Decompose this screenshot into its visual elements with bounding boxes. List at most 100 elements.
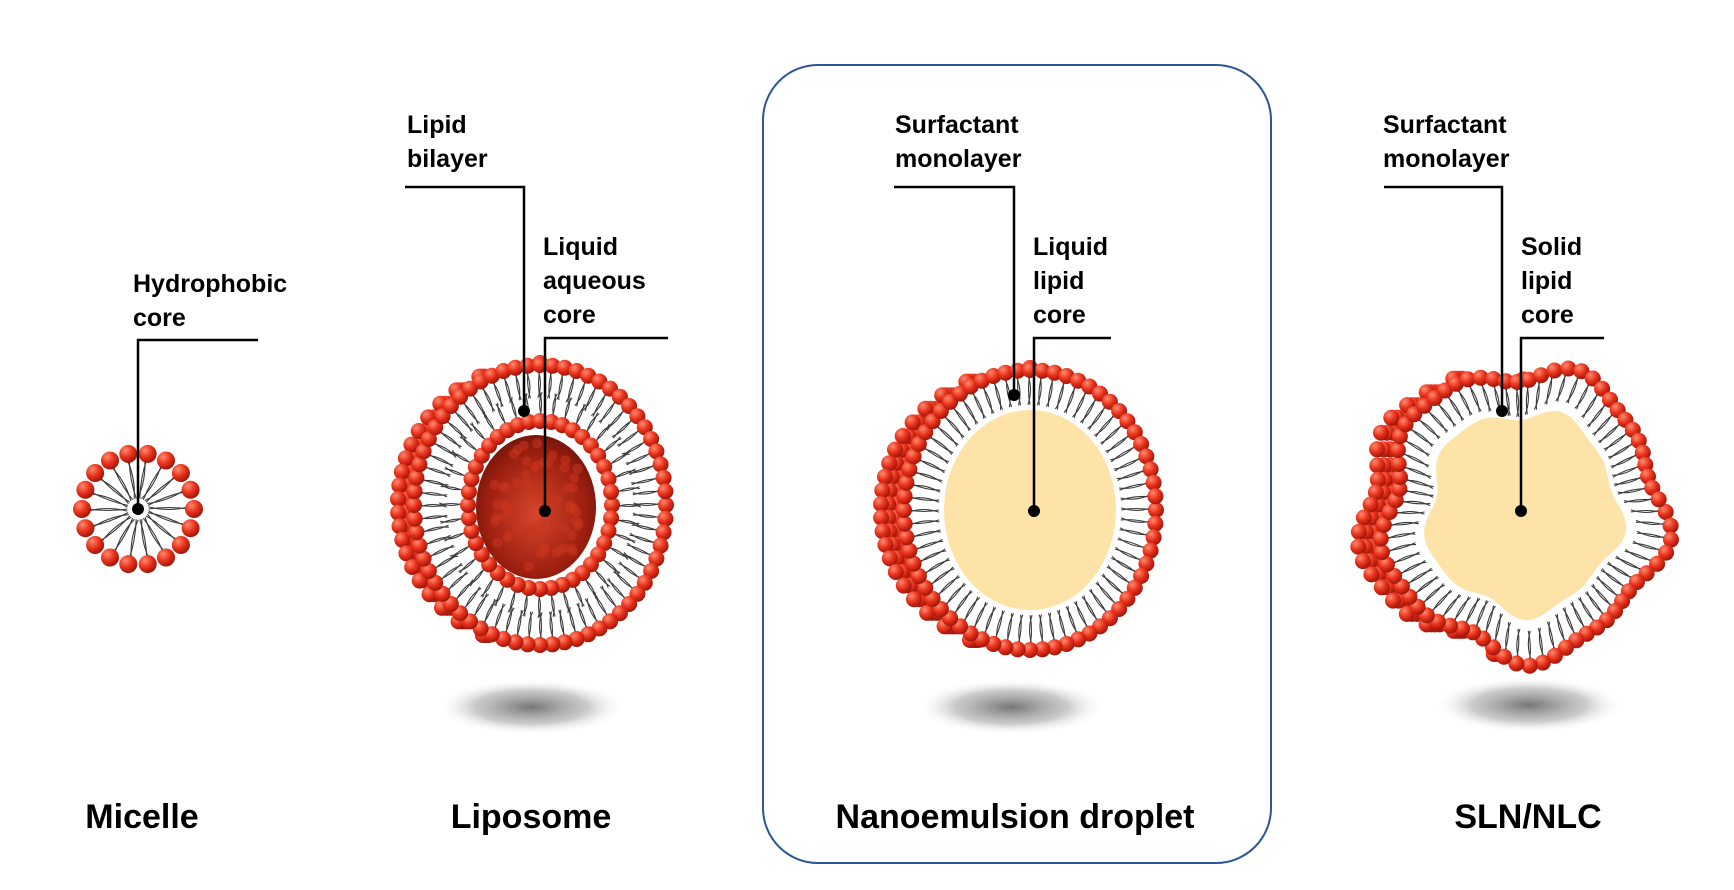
sln-shell-head xyxy=(1369,457,1385,473)
title-liposome: Liposome xyxy=(451,798,612,836)
micelle-tail xyxy=(101,517,132,543)
micelle-core-dot xyxy=(132,503,144,515)
callout-nanoemulsion-monolayer: Surfactant monolayer xyxy=(895,111,1026,173)
nano-shell-head xyxy=(873,496,889,512)
micelle-head xyxy=(172,464,190,482)
liposome-inner-head xyxy=(603,484,619,500)
sln-core-dot xyxy=(1515,505,1527,517)
sln-shell-head xyxy=(1355,553,1371,569)
liposome-outer-head xyxy=(411,538,427,554)
callout-sln-monolayer: Surfactant monolayer xyxy=(1383,111,1514,173)
sln-shell-head xyxy=(1351,524,1367,540)
nanoemulsion-illustration xyxy=(873,360,1164,658)
micelle-head xyxy=(101,549,119,567)
liposome-core-speck xyxy=(560,523,570,533)
liposome-core-dot xyxy=(539,505,551,517)
nanoemulsion-shadow xyxy=(916,679,1106,735)
nano-shell-head xyxy=(881,455,897,471)
sln-head xyxy=(1651,491,1667,507)
liposome-outer-head xyxy=(407,483,423,499)
sln-shell-head xyxy=(1374,579,1390,595)
liposome-core-speck xyxy=(503,506,513,516)
nanoemulsion-monolayer-leader xyxy=(894,187,1014,395)
sln-shell-head xyxy=(1385,593,1401,609)
liposome-outer-head xyxy=(408,524,424,540)
liposome-core-speck xyxy=(573,464,583,474)
liposome-core-speck xyxy=(540,543,550,553)
liposome-outer-head xyxy=(407,511,423,527)
nano-shell-head xyxy=(875,523,891,539)
callout-nanoemulsion-core: Liquid lipid core xyxy=(1033,233,1115,329)
sln-nlc-illustration xyxy=(1350,361,1679,674)
liposome-shell-head xyxy=(390,491,406,507)
nano-shell-head xyxy=(896,578,912,594)
nano-head xyxy=(1148,502,1164,518)
liposome-core-speck xyxy=(537,518,547,528)
callout-liposome-core: Liquid aqueous core xyxy=(543,233,653,329)
liposome-core-speck xyxy=(509,449,519,459)
liposome-bilayer-dot xyxy=(518,405,530,417)
liposome-core-speck xyxy=(561,455,571,465)
micelle-head xyxy=(157,452,175,470)
micelle-head xyxy=(101,452,119,470)
sln-nlc-shadow xyxy=(1434,677,1624,733)
liposome-shell-head xyxy=(391,477,407,493)
nano-shell-head xyxy=(895,428,911,444)
micelle-head xyxy=(86,464,104,482)
nano-shell-head xyxy=(888,564,904,580)
liposome-core-speck xyxy=(514,525,524,535)
micelle-head xyxy=(119,555,137,573)
liposome-outer-head xyxy=(656,470,672,486)
nano-shell-head xyxy=(906,591,922,607)
micelle-head xyxy=(139,445,157,463)
liposome-outer-head xyxy=(408,470,424,486)
nano-shell-head xyxy=(874,482,890,498)
liposome-shell-head xyxy=(392,518,408,534)
title-sln-nlc: SLN/NLC xyxy=(1454,798,1601,836)
liposome-core-speck xyxy=(532,438,542,448)
callout-labels: Hydrophobic core Lipid bilayer Liquid aq… xyxy=(133,111,1589,332)
nanoemulsion-core-dot xyxy=(1028,505,1040,517)
liposome-illustration xyxy=(390,355,674,653)
liposome-core-speck xyxy=(551,548,561,558)
liposome-core-speck xyxy=(530,462,540,472)
nano-head xyxy=(897,516,913,532)
liposome-core-speck xyxy=(498,482,508,492)
nano-head xyxy=(897,488,913,504)
nano-shell-head xyxy=(882,550,898,566)
micelle-head xyxy=(76,519,94,537)
micelle-core-leader xyxy=(138,340,258,509)
nano-head xyxy=(901,543,917,559)
title-micelle: Micelle xyxy=(85,798,198,836)
sln-shell-head xyxy=(1373,425,1389,441)
sln-head xyxy=(1391,456,1407,472)
callout-micelle-core: Hydrophobic core xyxy=(133,270,294,332)
sln-head xyxy=(1373,531,1389,547)
liposome-outer-head xyxy=(656,524,672,540)
liposome-core-speck xyxy=(569,503,579,513)
liposome-core-speck xyxy=(522,457,532,467)
sln-shell-head xyxy=(1383,410,1399,426)
liposome-core-speck xyxy=(530,488,540,498)
sln-shell-head xyxy=(1369,441,1385,457)
nano-shell-head xyxy=(887,442,903,458)
micelle-head xyxy=(139,555,157,573)
callout-sln-core: Solid lipid core xyxy=(1521,233,1589,329)
micelle-tail xyxy=(145,475,176,501)
liposome-shell-head xyxy=(390,505,406,521)
nanoemulsion-monolayer-dot xyxy=(1008,389,1020,401)
micelle-head xyxy=(172,536,190,554)
nano-head xyxy=(898,475,914,491)
sln-head xyxy=(1390,442,1406,458)
liposome-shell-head xyxy=(394,532,410,548)
callout-liposome-bilayer: Lipid bilayer xyxy=(407,111,488,173)
liposome-outer-head xyxy=(406,497,422,513)
micelle-head xyxy=(182,519,200,537)
nano-shell-head xyxy=(877,537,893,553)
liposome-core-speck xyxy=(490,480,500,490)
liposome-shadow xyxy=(436,679,626,735)
liposome-core-speck xyxy=(522,479,532,489)
nano-shell-head xyxy=(877,469,893,485)
liposome-core-speck xyxy=(491,517,501,527)
nano-shell-head xyxy=(919,605,935,621)
